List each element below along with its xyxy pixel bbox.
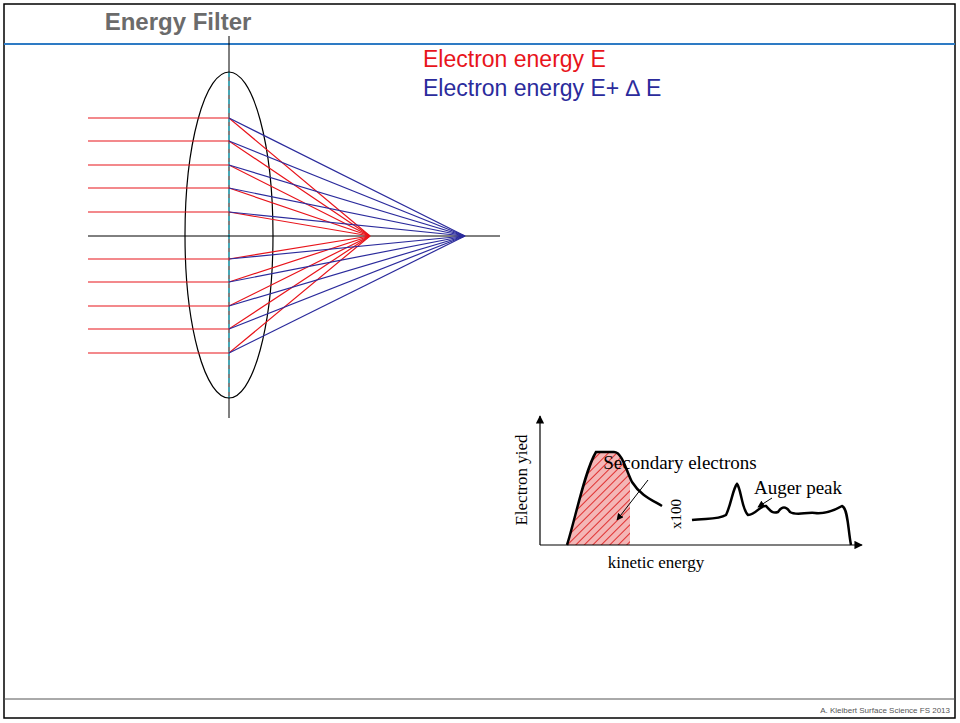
ray-energy-e-plus	[229, 236, 465, 353]
ray-energy-e-plus	[229, 141, 465, 236]
slide-title: Energy Filter	[105, 9, 252, 35]
ray-energy-e	[88, 236, 370, 259]
ray-energy-e	[88, 236, 370, 353]
scale-factor: x100	[668, 499, 685, 529]
ray-energy-e-plus	[229, 212, 465, 236]
energy-label: Electron energy E	[423, 47, 606, 72]
peak-label: Auger peak	[754, 478, 842, 499]
curve-label: Secondary electrons	[603, 453, 757, 474]
ray-energy-e-plus	[229, 188, 465, 236]
ray-energy-e-plus	[229, 236, 465, 259]
optical-axis	[88, 236, 500, 237]
ray-energy-e-plus	[229, 165, 465, 236]
ray-energy-e	[88, 165, 370, 236]
lens-plane-dashed	[228, 72, 230, 398]
ray-energy-e	[88, 118, 370, 236]
title-rule	[4, 43, 955, 45]
lens-plane	[229, 36, 230, 418]
slide-frame	[4, 4, 955, 718]
leader-arrow	[758, 498, 772, 507]
ray-energy-e-plus	[229, 236, 465, 329]
lens-outline	[185, 72, 273, 398]
energy-label: Electron energy E+ ∆ E	[423, 76, 661, 101]
ray-energy-e-plus	[229, 118, 465, 236]
ray-energy-e-plus	[229, 236, 465, 282]
footer-rule	[4, 699, 955, 700]
footer-note: A. Kleibert Surface Science FS 2013	[820, 707, 950, 716]
spectrum-inset	[540, 416, 862, 545]
axis-label: kinetic energy	[608, 554, 704, 573]
y-axis	[539, 416, 540, 545]
ray-energy-e	[88, 212, 370, 236]
ray-energy-e-plus	[229, 236, 465, 306]
axis-label: Electron yied	[513, 434, 532, 525]
leader-arrow	[617, 480, 648, 520]
x-axis	[540, 544, 862, 545]
